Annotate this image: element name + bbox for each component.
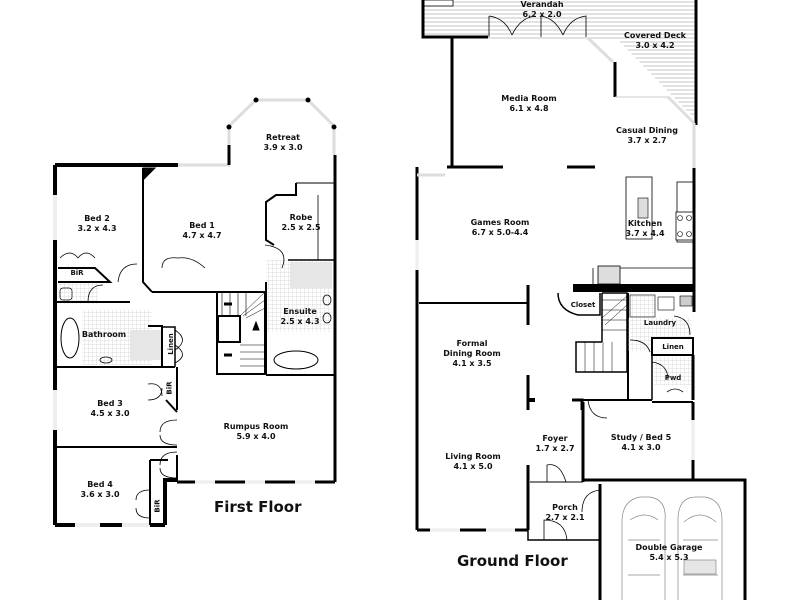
room-dims: 3.2 x 4.3	[77, 224, 117, 233]
room-label-double-garage: Double Garage 5.4 x 5.3	[636, 543, 703, 563]
room-label-retreat: Retreat 3.9 x 3.0	[263, 133, 302, 153]
room-label-bed-3: Bed 3 4.5 x 3.0	[90, 399, 129, 419]
room-label-casual-dining: Casual Dining 3.7 x 2.7	[616, 126, 678, 146]
room-label-bathroom: Bathroom	[82, 330, 126, 340]
room-label-living-room: Living Room 4.1 x 5.0	[445, 452, 501, 472]
room-dims: 3.7 x 4.4	[625, 229, 665, 238]
label-bir-bed-2: BiR	[70, 269, 84, 277]
label-pwd: Pwd	[664, 374, 682, 382]
room-dims: 3.7 x 2.7	[627, 136, 667, 145]
room-label-robe: Robe 2.5 x 2.5	[281, 213, 320, 233]
room-name: Rumpus Room	[223, 422, 289, 431]
room-name: Verandah	[520, 0, 564, 9]
room-name: Ensuite	[283, 307, 317, 316]
room-name: Foyer	[542, 434, 568, 443]
room-dims: 4.1 x 3.0	[621, 443, 661, 452]
room-label-verandah: Verandah 6.2 x 2.0	[520, 0, 563, 20]
label-bir-bed-4: BiR	[153, 499, 162, 513]
room-dims: 5.4 x 5.3	[649, 553, 689, 562]
room-label-ensuite: Ensuite 2.5 x 4.3	[280, 307, 319, 327]
room-name: Double Garage	[635, 543, 703, 552]
room-dims: 2.7 x 2.1	[545, 513, 585, 522]
room-label-media-room: Media Room 6.1 x 4.8	[501, 94, 557, 114]
room-label-porch: Porch 2.7 x 2.1	[545, 503, 584, 523]
room-label-covered-deck: Covered Deck 3.0 x 4.2	[624, 31, 686, 51]
room-name: Casual Dining	[616, 126, 678, 135]
room-label-bed-2: Bed 2 3.2 x 4.3	[77, 214, 116, 234]
label-linen-ground-floor: Linen	[662, 343, 684, 351]
room-label-formal-dining-room: Formal Dining Room 4.1 x 3.5	[443, 339, 501, 369]
room-name: Robe	[289, 213, 313, 222]
room-dims: 2.5 x 2.5	[281, 223, 321, 232]
room-name: Porch	[552, 503, 578, 512]
room-name-line-1: Formal	[456, 339, 488, 348]
ground-floor-plan	[415, 0, 747, 600]
room-name: Media Room	[501, 94, 557, 103]
room-dims: 5.9 x 4.0	[236, 432, 276, 441]
room-name: Games Room	[470, 218, 530, 227]
first-floor-title: First Floor	[214, 498, 302, 516]
room-dims: 1.7 x 2.7	[535, 444, 575, 453]
room-label-bed-4: Bed 4 3.6 x 3.0	[80, 480, 119, 500]
room-dims: 6.1 x 4.8	[509, 104, 549, 113]
label-linen-first-floor: Linen	[166, 333, 175, 355]
room-dims: 4.1 x 5.0	[453, 462, 493, 471]
room-name: Living Room	[445, 452, 501, 461]
room-dims: 6.7 x 5.0-4.4	[471, 228, 529, 237]
room-name: Bed 1	[189, 221, 215, 230]
ground-floor-title: Ground Floor	[457, 552, 568, 570]
label-bir-bed-3: BiR	[165, 381, 174, 395]
room-name: Bed 3	[97, 399, 123, 408]
room-dims: 3.9 x 3.0	[263, 143, 303, 152]
room-label-games-room: Games Room 6.7 x 5.0-4.4	[471, 218, 530, 238]
label-laundry: Laundry	[643, 319, 677, 327]
room-dims: 4.7 x 4.7	[182, 231, 222, 240]
room-label-kitchen: Kitchen 3.7 x 4.4	[625, 219, 664, 239]
room-label-study-bed-5: Study / Bed 5 4.1 x 3.0	[611, 433, 671, 453]
room-name: Retreat	[265, 133, 301, 142]
label-closet: Closet	[570, 301, 596, 309]
room-dims: 4.5 x 3.0	[90, 409, 130, 418]
room-name: Bed 4	[87, 480, 113, 489]
room-label-rumpus-room: Rumpus Room 5.9 x 4.0	[224, 422, 289, 442]
room-name: Covered Deck	[623, 31, 687, 40]
room-dims: 6.2 x 2.0	[522, 10, 562, 19]
room-dims: 2.5 x 4.3	[280, 317, 320, 326]
first-floor-plan	[53, 97, 337, 527]
room-label-bed-1: Bed 1 4.7 x 4.7	[182, 221, 221, 241]
room-label-foyer: Foyer 1.7 x 2.7	[535, 434, 574, 454]
room-name-line-2: Dining Room	[443, 349, 501, 358]
room-dims: 3.6 x 3.0	[80, 490, 120, 499]
room-name: Kitchen	[627, 219, 663, 228]
room-name: Bed 2	[84, 214, 110, 223]
room-dims: 3.0 x 4.2	[635, 41, 675, 50]
room-name: Bathroom	[81, 330, 127, 339]
room-dims: 4.1 x 3.5	[452, 359, 492, 368]
room-name: Study / Bed 5	[610, 433, 672, 442]
